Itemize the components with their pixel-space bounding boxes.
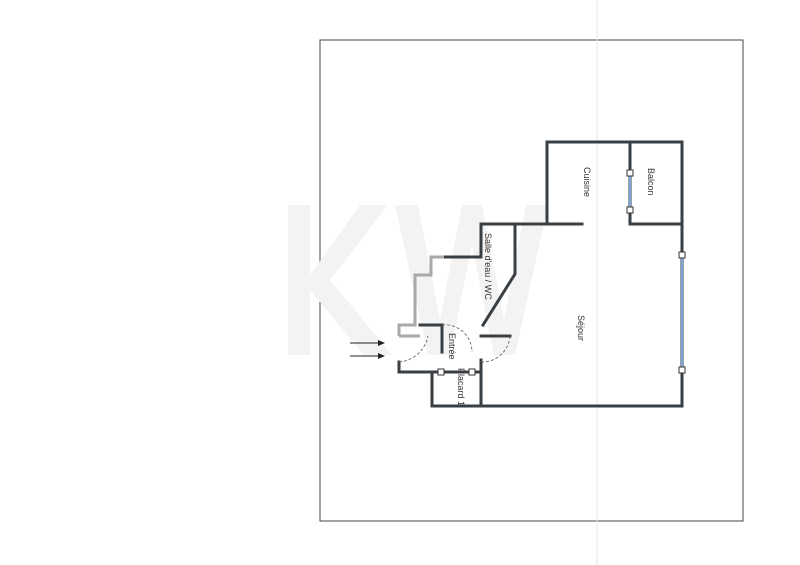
room-label-salle-eau: Salle d'eau / WC (483, 233, 493, 300)
watermark-logo (288, 205, 548, 355)
room-label-cuisine: Cuisine (582, 167, 592, 197)
room-label-placard: Placard 1 (456, 368, 466, 406)
walls (397, 140, 684, 408)
room-label-sejour: Séjour (576, 315, 586, 341)
page-frame (319, 39, 744, 522)
windows (437, 169, 686, 376)
room-label-balcon: Balcon (646, 168, 656, 196)
doors (398, 324, 511, 363)
entrance-arrows (350, 340, 385, 359)
room-label-entree: Entrée (447, 333, 457, 360)
